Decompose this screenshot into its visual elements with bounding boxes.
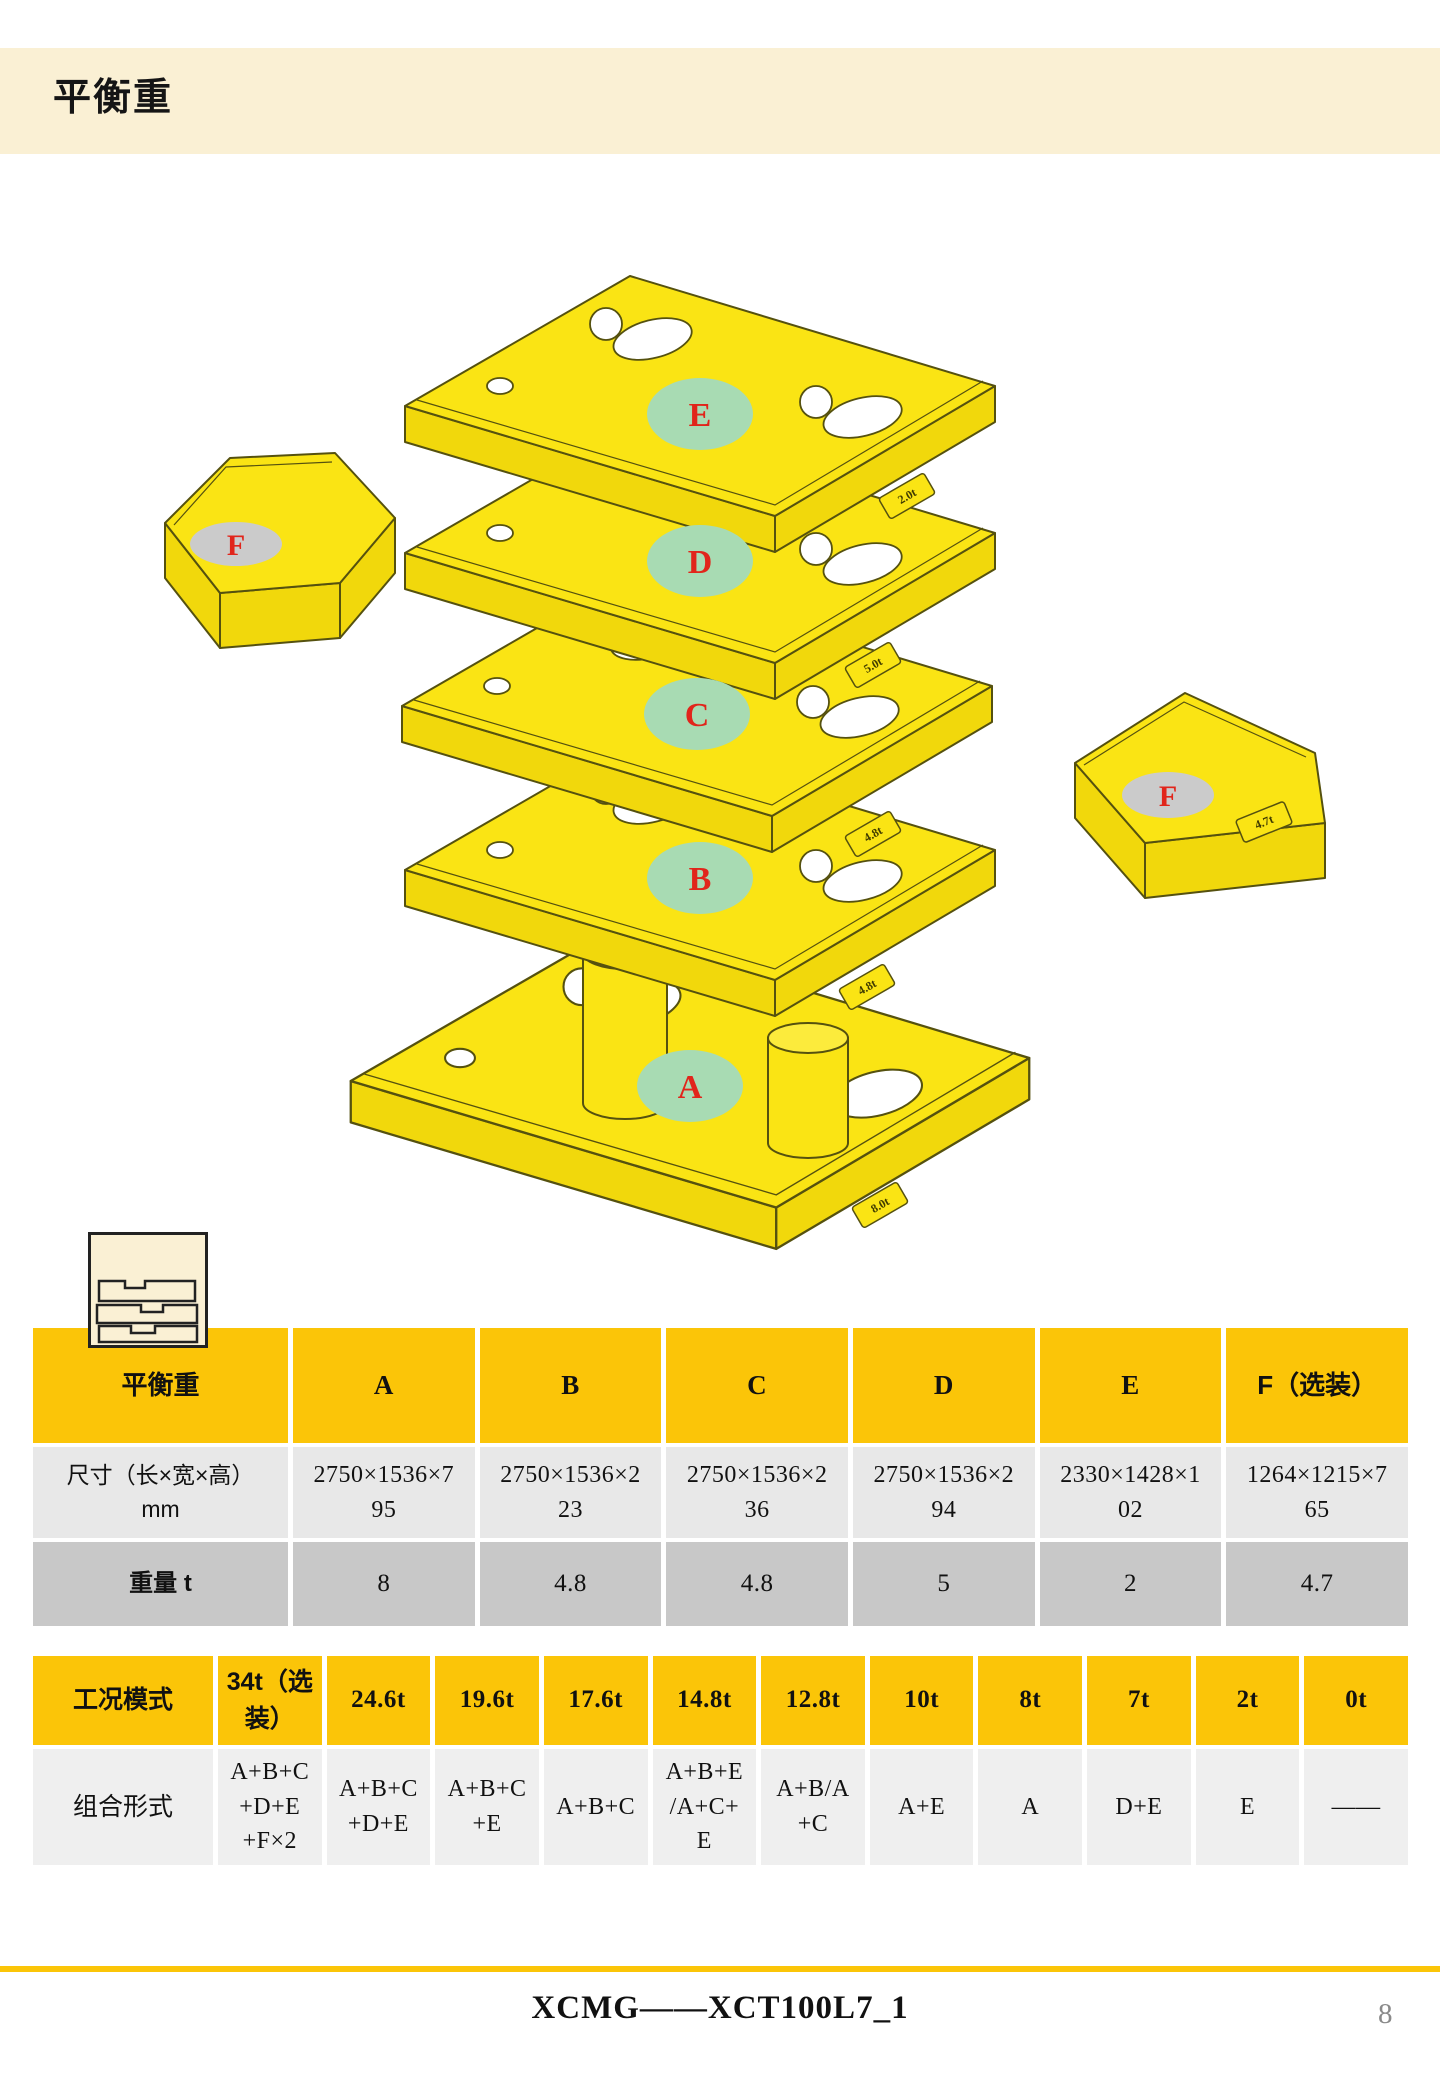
t1-header-f: F（选装） xyxy=(1226,1328,1408,1443)
stamp-c: 4.8t xyxy=(844,810,902,858)
t1-weight-f: 4.7 xyxy=(1226,1542,1408,1626)
t2-comb-24-6t: A+B+C +D+E xyxy=(326,1749,431,1865)
stamp-f-right: 4.7t xyxy=(1235,801,1293,843)
t2-header-10t: 10t xyxy=(869,1656,974,1745)
t2-comb-34t: A+B+C +D+E +F×2 xyxy=(218,1749,322,1865)
stamp-e: 2.0t xyxy=(878,472,936,520)
t2-comb-label: 组合形式 xyxy=(33,1749,213,1865)
t1-dim-c: 2750×1536×2 36 xyxy=(666,1447,848,1538)
t1-dim-b: 2750×1536×2 23 xyxy=(479,1447,662,1538)
t1-header-b: B xyxy=(479,1328,662,1443)
stamp-f-right-text: 4.7t xyxy=(1253,812,1276,832)
t1-weight-e: 2 xyxy=(1039,1542,1222,1626)
t1-header-c: C xyxy=(666,1328,848,1443)
page-number: 8 xyxy=(1378,1998,1393,2030)
t2-header-24-6t: 24.6t xyxy=(326,1656,431,1745)
t1-dim-label: 尺寸（长×宽×高） mm xyxy=(33,1447,288,1538)
t1-dim-e: 2330×1428×1 02 xyxy=(1039,1447,1222,1538)
badge-a: A xyxy=(637,1050,743,1122)
t2-header-8t: 8t xyxy=(978,1656,1083,1745)
t2-comb-2t: E xyxy=(1195,1749,1300,1865)
badge-b: B xyxy=(647,842,753,914)
badge-e: E xyxy=(647,378,753,450)
t2-comb-12-8t: A+B/A +C xyxy=(761,1749,865,1865)
t1-header-d: D xyxy=(853,1328,1035,1443)
t2-header-2t: 2t xyxy=(1195,1656,1300,1745)
counterweight-table: 平衡重 A B C D E F（选装） 尺寸（长×宽×高） mm 2750×15… xyxy=(33,1328,1408,1626)
t2-comb-10t: A+E xyxy=(869,1749,974,1865)
t1-weight-label: 重量 t xyxy=(33,1542,288,1626)
t2-comb-0t: —— xyxy=(1304,1749,1408,1865)
badge-d-letter: D xyxy=(688,544,713,581)
t2-comb-19-6t: A+B+C +E xyxy=(435,1749,539,1865)
mode-table: 工况模式 34t（选 装） 24.6t 19.6t 17.6t 14.8t 12… xyxy=(33,1656,1408,1865)
badge-f-left-letter: F xyxy=(227,529,245,562)
footer-accent-line xyxy=(0,1966,1440,1972)
t2-header-19-6t: 19.6t xyxy=(435,1656,539,1745)
badge-a-letter: A xyxy=(678,1069,703,1106)
t2-comb-17-6t: A+B+C xyxy=(543,1749,648,1865)
t2-header-34t: 34t（选 装） xyxy=(218,1656,322,1745)
badge-c: C xyxy=(644,678,750,750)
t2-header-17-6t: 17.6t xyxy=(543,1656,648,1745)
badge-f-left: F xyxy=(190,522,282,566)
t1-weight-d: 5 xyxy=(853,1542,1035,1626)
counterweight-exploded-diagram: E D C B A F F 2.0t 5.0t 4.8t 4.8t xyxy=(164,178,1326,1368)
t1-header-e: E xyxy=(1039,1328,1222,1443)
t2-header-0t: 0t xyxy=(1304,1656,1408,1745)
t1-dim-f: 1264×1215×7 65 xyxy=(1226,1447,1408,1538)
t2-header-label: 工况模式 xyxy=(33,1656,213,1745)
badge-f-right: F xyxy=(1122,772,1214,818)
title-band: 平衡重 xyxy=(0,48,1440,154)
t1-weight-a: 8 xyxy=(293,1542,475,1626)
badge-b-letter: B xyxy=(689,861,712,898)
cylinder-right xyxy=(767,1022,849,1159)
t2-comb-7t: D+E xyxy=(1087,1749,1191,1865)
footer-doc-title: XCMG——XCT100L7_1 xyxy=(531,1990,909,2026)
t2-comb-8t: A xyxy=(978,1749,1083,1865)
stacked-plates-icon xyxy=(88,1232,208,1348)
t2-header-12-8t: 12.8t xyxy=(761,1656,865,1745)
stamp-b: 4.8t xyxy=(838,963,896,1011)
t1-weight-c: 4.8 xyxy=(666,1542,848,1626)
badge-e-letter: E xyxy=(689,397,712,434)
badge-c-letter: C xyxy=(685,697,710,734)
stamp-d: 5.0t xyxy=(844,641,902,689)
t1-weight-b: 4.8 xyxy=(479,1542,662,1626)
t1-header-a: A xyxy=(293,1328,475,1443)
t1-dim-a: 2750×1536×7 95 xyxy=(293,1447,475,1538)
badge-d: D xyxy=(647,525,753,597)
t2-comb-14-8t: A+B+E /A+C+ E xyxy=(652,1749,757,1865)
t1-dim-d: 2750×1536×2 94 xyxy=(853,1447,1035,1538)
t2-header-14-8t: 14.8t xyxy=(652,1656,757,1745)
page-title: 平衡重 xyxy=(53,77,174,119)
stamp-a: 8.0t xyxy=(851,1181,909,1229)
t2-header-7t: 7t xyxy=(1087,1656,1191,1745)
badge-f-right-letter: F xyxy=(1159,780,1177,813)
